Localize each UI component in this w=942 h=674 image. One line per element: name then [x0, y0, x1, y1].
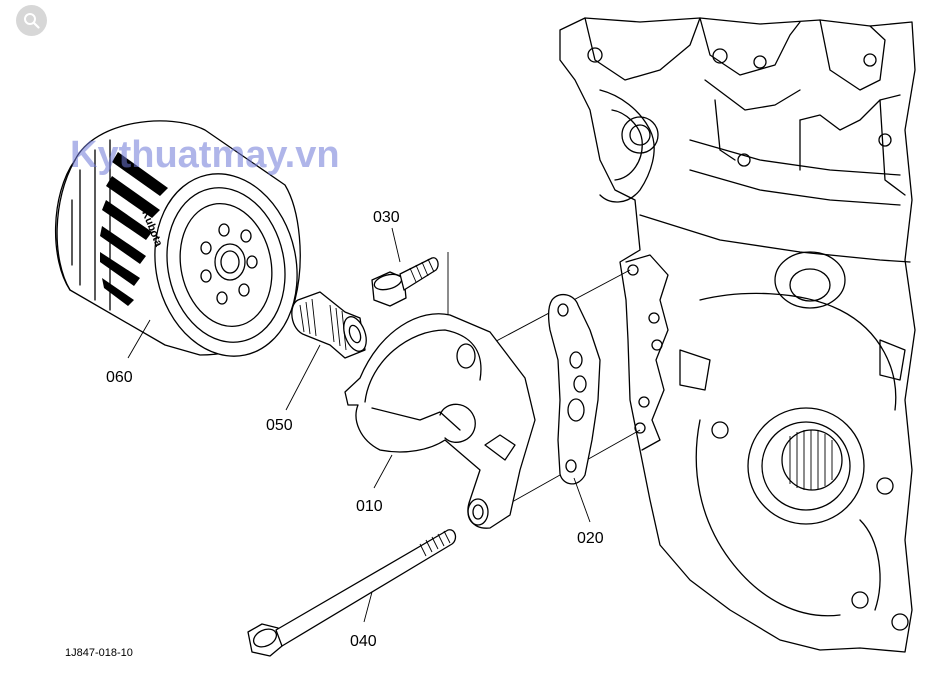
- part-label-010: 010: [356, 498, 383, 515]
- zoom-button[interactable]: [16, 5, 47, 36]
- nipple-050: [291, 291, 367, 359]
- bolt-030: [371, 257, 439, 307]
- oil-filter-060: Kubota: [54, 120, 301, 357]
- part-label-040: 040: [350, 633, 377, 650]
- part-label-050: 050: [266, 417, 293, 434]
- engine-front-case: [559, 17, 916, 653]
- part-label-020: 020: [577, 530, 604, 547]
- long-bolt-040: [247, 529, 457, 657]
- search-icon: [24, 13, 40, 29]
- drawing-code: 1J847-018-10: [65, 647, 133, 659]
- leader-lines: [127, 227, 591, 623]
- watermark: Kythuatmay.vn: [70, 134, 340, 176]
- part-label-060: 060: [106, 369, 133, 386]
- gasket-020: [548, 293, 601, 485]
- filter-bracket-010: [344, 313, 536, 529]
- part-label-030: 030: [373, 209, 400, 226]
